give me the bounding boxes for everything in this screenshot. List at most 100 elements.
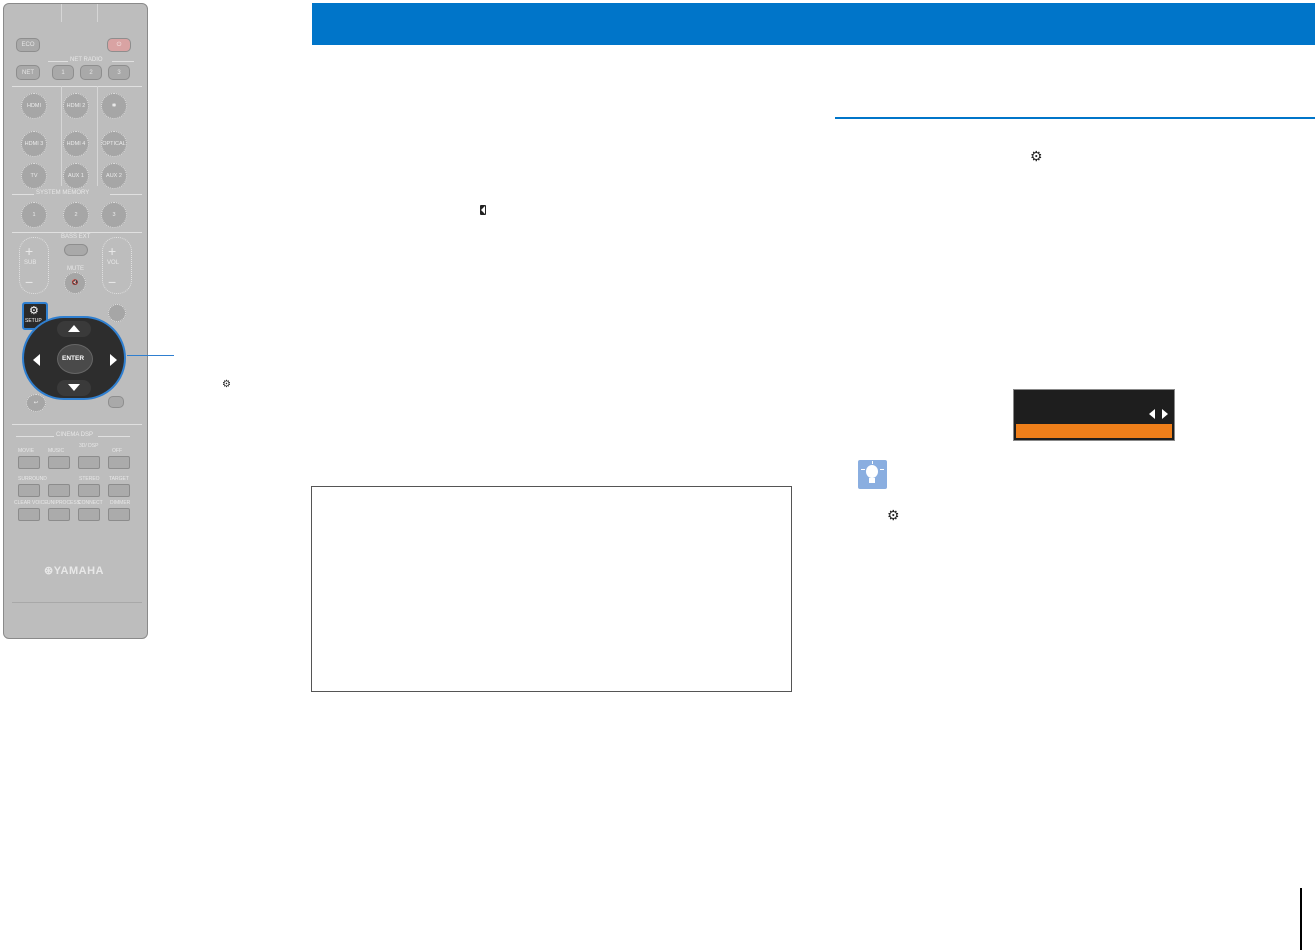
net-preset-1: 1 bbox=[52, 65, 74, 80]
left-arrow-icon bbox=[1149, 409, 1155, 419]
down-arrow-icon bbox=[68, 384, 80, 391]
enter-label: ENTER bbox=[62, 355, 85, 362]
dsp-label: STEREO bbox=[79, 476, 100, 482]
input-aux2-button: AUX 2 bbox=[101, 163, 127, 189]
dsp-surround-button bbox=[18, 484, 40, 497]
net-button: NET bbox=[16, 65, 40, 80]
section-rule bbox=[835, 117, 1315, 119]
mute-button: 🔇 bbox=[64, 272, 86, 294]
eco-label: ECO bbox=[21, 42, 35, 48]
input-label: TV bbox=[30, 173, 38, 179]
right-arrow-icon bbox=[1162, 409, 1168, 419]
front-display bbox=[1013, 389, 1175, 441]
option-button bbox=[108, 304, 126, 322]
volume-rocker: + VOL − bbox=[102, 237, 132, 294]
dsp-stereo-button bbox=[78, 484, 100, 497]
dsp-label: CONNECT bbox=[78, 500, 103, 506]
input-hdmi-button: HDMI bbox=[21, 93, 47, 119]
input-label: HDMI 2 bbox=[66, 103, 86, 109]
tuning-fork-icon: ⊛ bbox=[44, 565, 54, 577]
input-hdmi2-button: HDMI 2 bbox=[63, 93, 89, 119]
plus-icon: + bbox=[108, 243, 117, 259]
subwoofer-rocker: + SUB − bbox=[19, 237, 49, 294]
sub-label: SUB bbox=[24, 260, 37, 266]
return-icon: ↩ bbox=[33, 400, 39, 406]
memory-label: 1 bbox=[32, 212, 36, 218]
connect-button bbox=[78, 508, 100, 521]
net-preset-label: 2 bbox=[89, 69, 93, 76]
dsp-movie-button bbox=[18, 456, 40, 469]
note-box bbox=[311, 486, 792, 692]
input-label: AUX 2 bbox=[106, 173, 122, 179]
up-arrow-icon bbox=[68, 325, 80, 332]
input-bluetooth-button: ✱ bbox=[101, 93, 127, 119]
left-arrow-icon bbox=[33, 354, 40, 366]
mute-icon: 🔇 bbox=[71, 280, 79, 286]
input-hdmi3-button: HDMI 3 bbox=[21, 131, 47, 157]
vol-label: VOL bbox=[107, 260, 120, 266]
net-label: NET bbox=[22, 69, 34, 76]
memory-1-button: 1 bbox=[21, 202, 47, 228]
plus-icon: + bbox=[25, 243, 34, 259]
dsp-off-button bbox=[108, 456, 130, 469]
dsp-label: OFF bbox=[112, 448, 122, 454]
net-preset-2: 2 bbox=[80, 65, 102, 80]
dsp-label: SURROUND bbox=[18, 476, 47, 482]
power-button: ⏻ bbox=[107, 38, 131, 52]
memory-label: 3 bbox=[112, 212, 116, 218]
right-arrow-icon bbox=[110, 354, 117, 366]
uniprocess-button bbox=[48, 508, 70, 521]
bluetooth-key-icon bbox=[480, 205, 486, 215]
info-button bbox=[108, 396, 124, 408]
minus-icon: − bbox=[108, 274, 117, 290]
remote-control-illustration: ECO ⏻ NET RADIO NET 1 2 3 HDMI HDMI 2 ✱ … bbox=[3, 3, 148, 639]
callout-line bbox=[127, 355, 174, 356]
mute-label: MUTE bbox=[67, 266, 84, 272]
power-icon: ⏻ bbox=[116, 41, 122, 48]
brand-label: YAMAHA bbox=[53, 565, 104, 577]
dsp-label: DIMMER bbox=[110, 500, 131, 506]
lightbulb-icon bbox=[858, 460, 887, 489]
return-button: ↩ bbox=[26, 394, 46, 412]
input-label: OPTICAL bbox=[102, 141, 126, 147]
net-preset-label: 1 bbox=[61, 69, 65, 76]
dimmer-button bbox=[108, 508, 130, 521]
input-optical-button: OPTICAL bbox=[101, 131, 127, 157]
system-memory-label: SYSTEM MEMORY bbox=[36, 190, 90, 196]
bass-ext-button bbox=[64, 244, 88, 256]
setup-label: SETUP bbox=[25, 318, 42, 324]
brand-logo: ⊛YAMAHA bbox=[44, 564, 104, 577]
page-edge-marker bbox=[1300, 888, 1302, 950]
input-label: AUX 1 bbox=[68, 173, 84, 179]
dsp-label: UNIPROCESS bbox=[47, 500, 81, 506]
page-header-bar bbox=[312, 3, 1315, 45]
gear-icon: ⚙ bbox=[887, 507, 900, 523]
input-label: HDMI bbox=[26, 103, 42, 109]
display-status-bar bbox=[1016, 424, 1172, 438]
bluetooth-icon: ✱ bbox=[111, 103, 117, 109]
input-aux1-button: AUX 1 bbox=[63, 163, 89, 189]
input-label: HDMI 4 bbox=[66, 141, 86, 147]
memory-3-button: 3 bbox=[101, 202, 127, 228]
dsp-surround2-button bbox=[48, 484, 70, 497]
dsp-label: MOVIE bbox=[18, 448, 35, 454]
dsp-target-button bbox=[108, 484, 130, 497]
dsp-label: 3D/ DSP bbox=[79, 443, 99, 449]
cinema-dsp-label: CINEMA DSP bbox=[56, 432, 94, 438]
eco-button: ECO bbox=[16, 38, 40, 52]
net-preset-label: 3 bbox=[117, 69, 121, 76]
input-hdmi4-button: HDMI 4 bbox=[63, 131, 89, 157]
dsp-3d-button bbox=[78, 456, 100, 469]
gear-icon: ⚙ bbox=[29, 305, 39, 317]
memory-2-button: 2 bbox=[63, 202, 89, 228]
net-preset-3: 3 bbox=[108, 65, 130, 80]
dsp-label: CLEAR VOICE bbox=[14, 500, 48, 506]
dsp-label: MUSIC bbox=[48, 448, 65, 454]
memory-label: 2 bbox=[74, 212, 78, 218]
enter-key: ENTER bbox=[57, 344, 93, 374]
dsp-label: TARGET bbox=[109, 476, 129, 482]
navigation-pad: ENTER bbox=[22, 316, 126, 400]
net-radio-label: NET RADIO bbox=[70, 57, 103, 63]
dsp-music-button bbox=[48, 456, 70, 469]
input-tv-button: TV bbox=[21, 163, 47, 189]
